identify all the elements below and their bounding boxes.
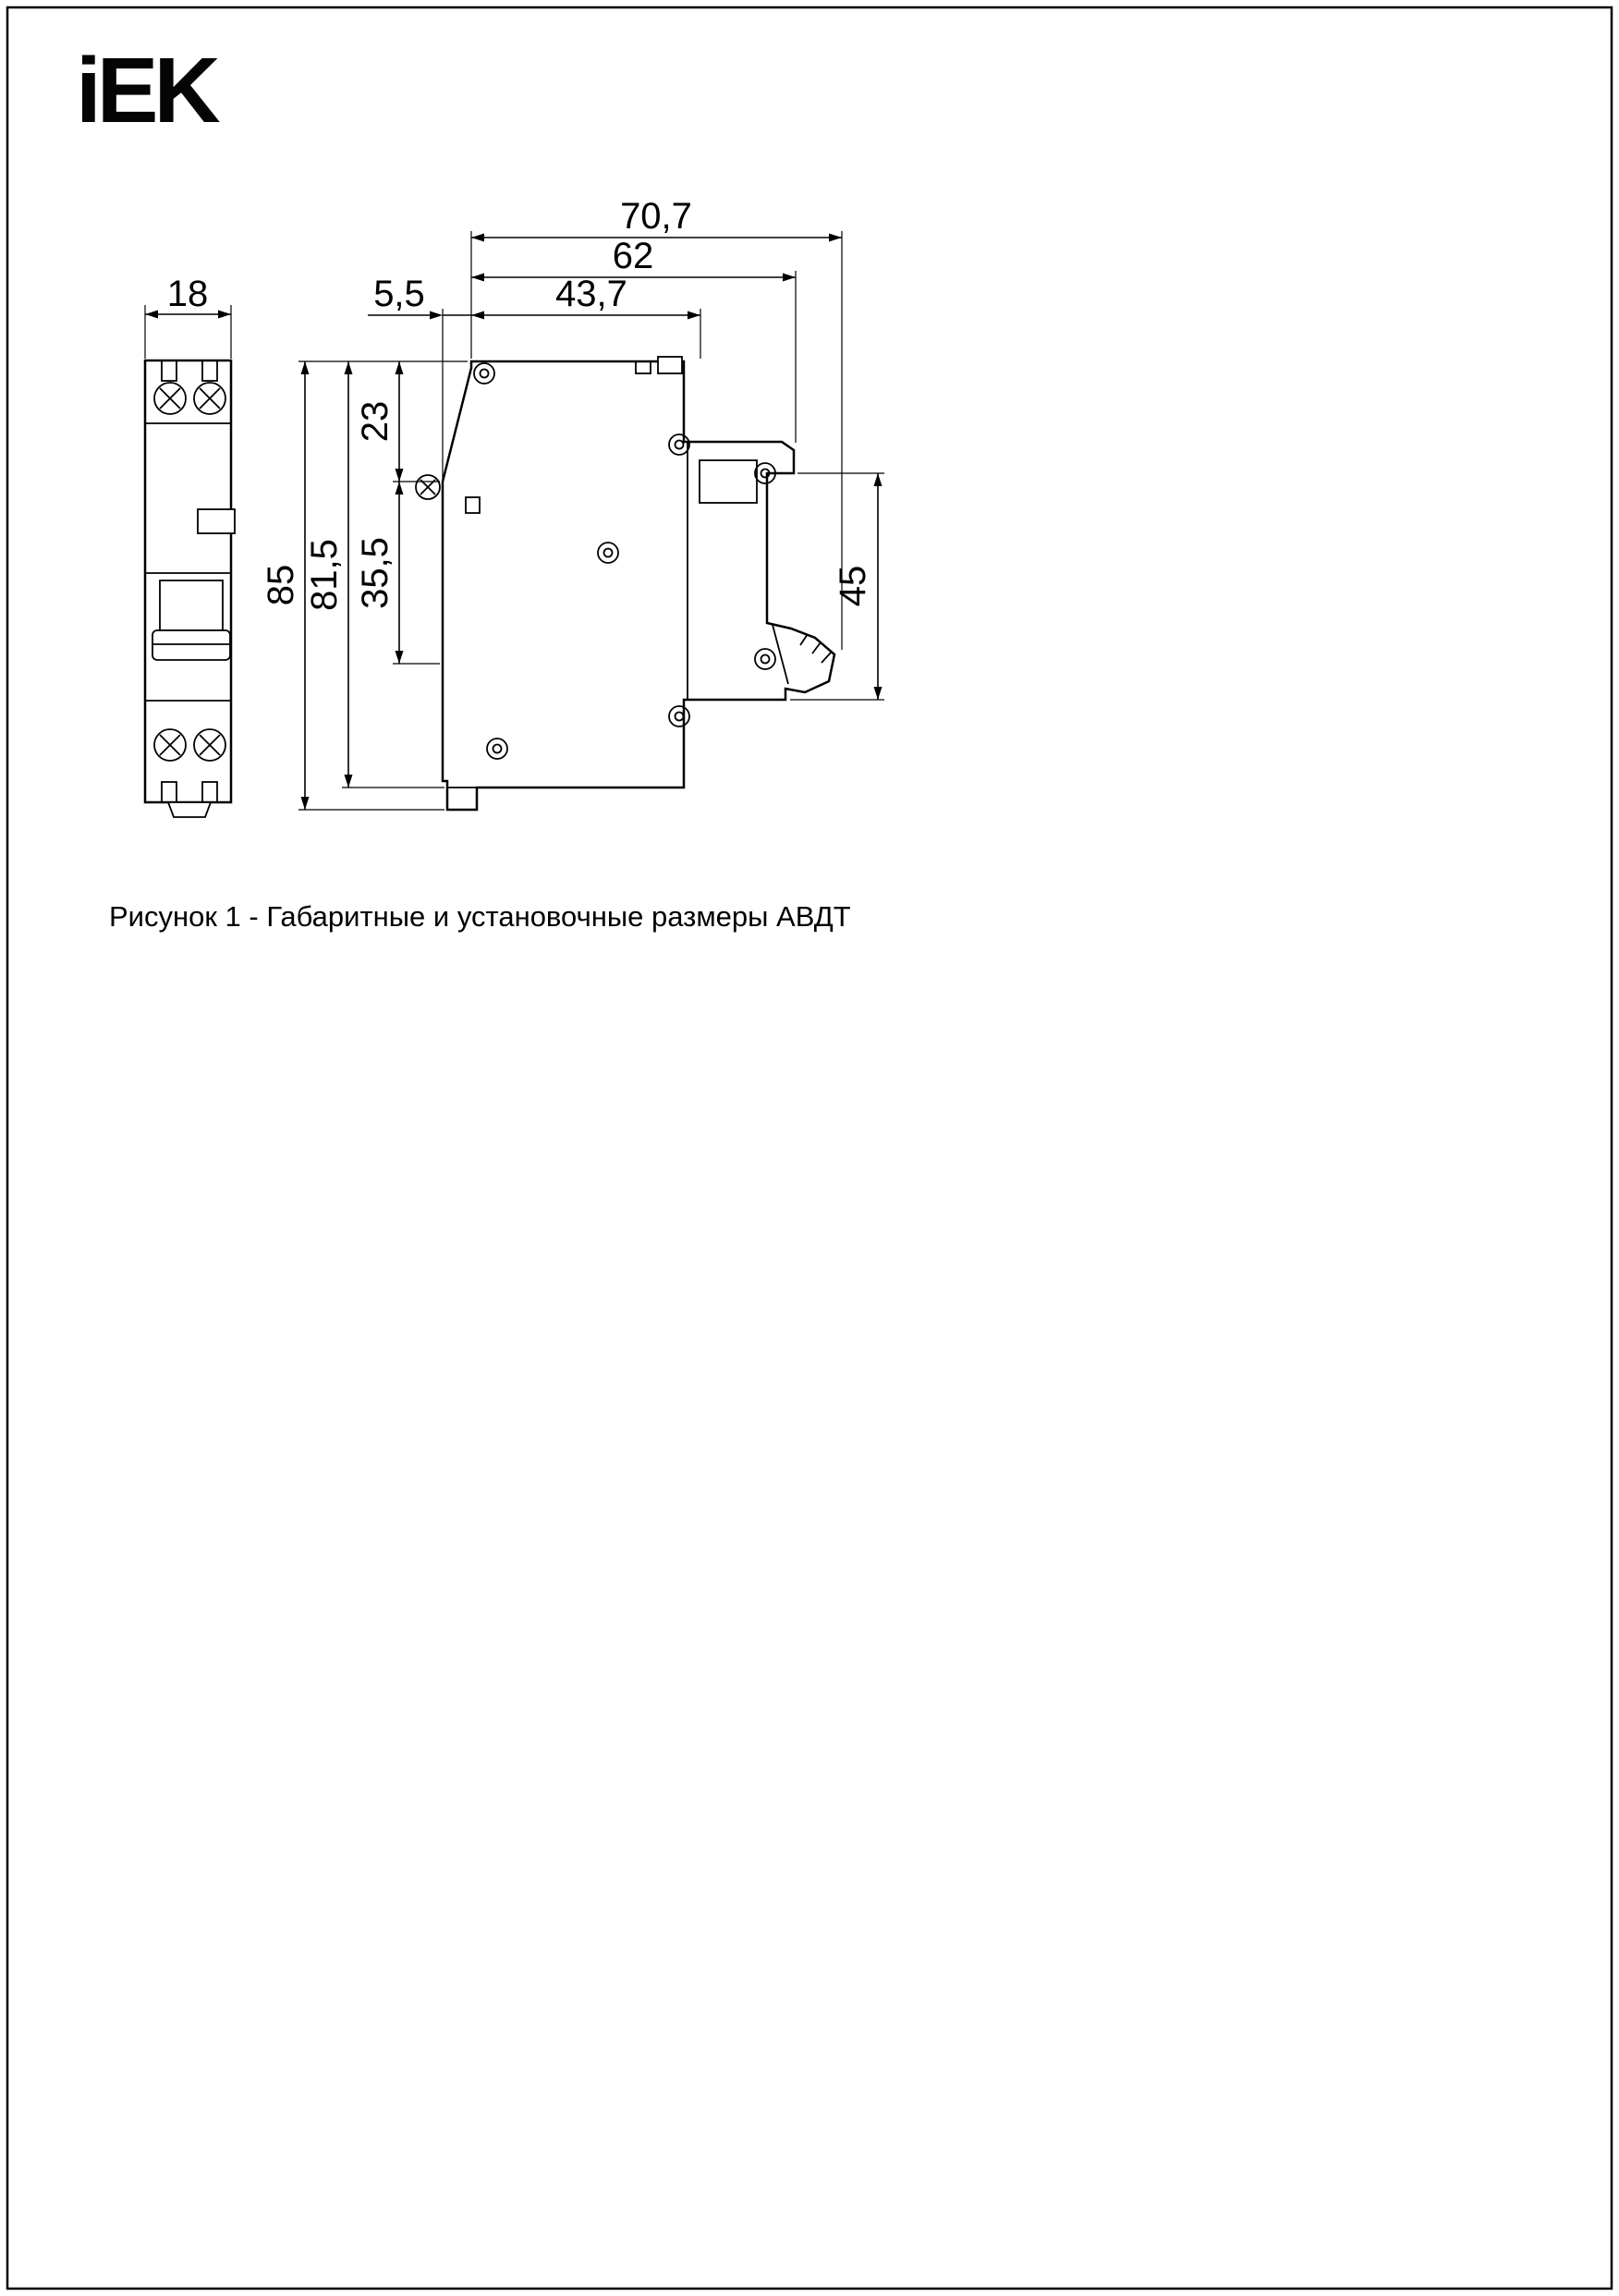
dim-total-height: 85 bbox=[261, 360, 468, 811]
dim-middle-segment: 35,5 bbox=[355, 482, 440, 665]
dim-label-front-width: 18 bbox=[167, 274, 209, 314]
dim-label-upper-segment: 23 bbox=[355, 401, 396, 443]
dim-label-front-depth: 43,7 bbox=[555, 274, 627, 314]
dim-depth-to-rail: 62 bbox=[471, 236, 797, 443]
rear-window bbox=[699, 459, 758, 504]
din-latch bbox=[772, 624, 832, 685]
test-button bbox=[197, 508, 236, 534]
dim-label-total-depth: 70,7 bbox=[620, 196, 692, 237]
dim-label-depth-to-rail: 62 bbox=[613, 236, 654, 276]
face-tab bbox=[465, 496, 481, 514]
toggle-lever bbox=[145, 572, 231, 661]
dim-upper-segment: 23 bbox=[355, 361, 440, 482]
rivets bbox=[473, 362, 776, 760]
page-border bbox=[6, 6, 1613, 2290]
dim-label-total-height: 85 bbox=[261, 565, 301, 606]
dim-label-middle-segment: 35,5 bbox=[355, 537, 396, 609]
dim-rail-span: 45 bbox=[790, 472, 884, 701]
bottom-tab bbox=[166, 801, 213, 818]
dim-total-depth: 70,7 bbox=[470, 196, 843, 650]
side-terminal-screw bbox=[415, 474, 441, 500]
dim-front-width: 18 bbox=[144, 274, 232, 359]
top-terminal-slot bbox=[161, 360, 177, 382]
dim-face-offset: 5,5 bbox=[368, 274, 471, 480]
dim-front-depth: 43,7 bbox=[471, 274, 701, 359]
side-view bbox=[415, 356, 836, 812]
dim-label-rail-span: 45 bbox=[833, 566, 873, 607]
dim-label-face-offset: 5,5 bbox=[373, 274, 425, 314]
dim-label-height-to-tab: 81,5 bbox=[304, 539, 345, 611]
vent-slot bbox=[657, 356, 683, 374]
side-view-body bbox=[441, 360, 836, 812]
figure-caption: Рисунок 1 - Габаритные и установочные ра… bbox=[109, 900, 851, 933]
dim-height-to-tab: 81,5 bbox=[304, 361, 444, 788]
top-terminal-screws bbox=[153, 382, 226, 415]
top-terminal-slot bbox=[201, 360, 218, 382]
bottom-terminal-screws bbox=[153, 728, 226, 762]
front-view bbox=[143, 359, 236, 818]
vent-slot bbox=[635, 360, 651, 374]
iek-logo: iEK bbox=[76, 39, 220, 142]
